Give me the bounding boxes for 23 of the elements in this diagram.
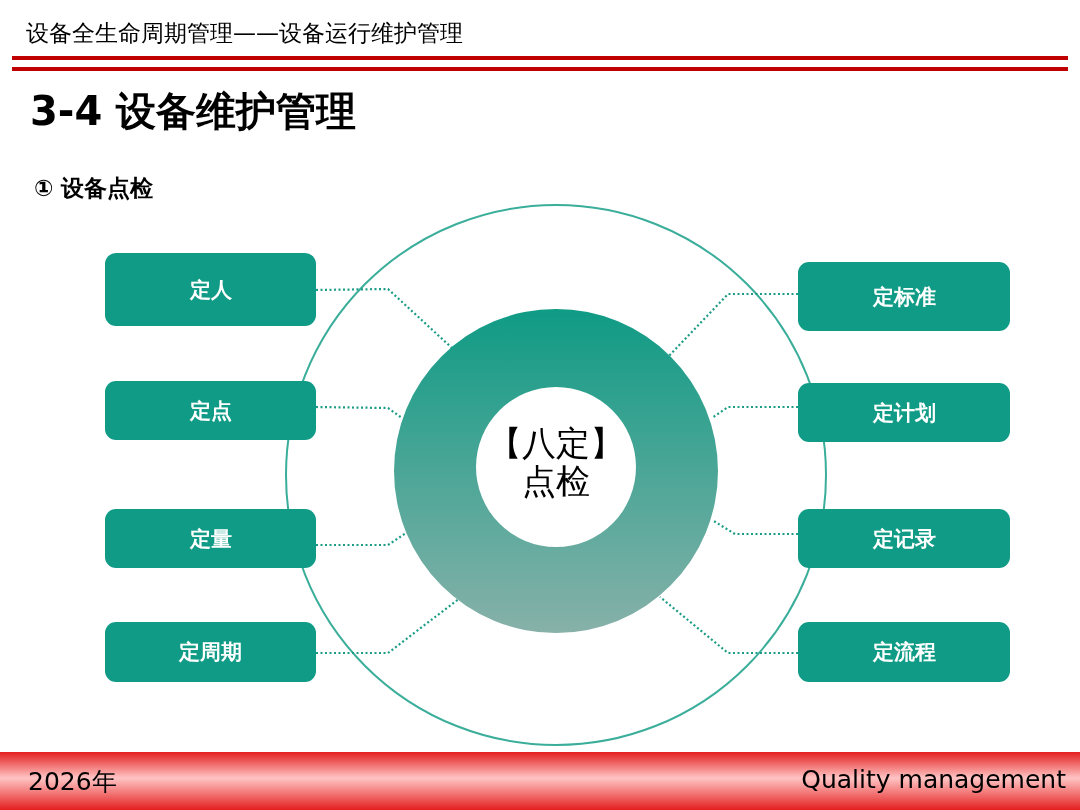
label-box: 定流程 [798,622,1010,682]
connector-line [316,287,453,349]
label-box: 定记录 [798,509,1010,568]
connector-line [711,519,798,536]
center-label: 【八定】点检 [487,424,625,500]
label-box: 定点 [105,381,316,440]
footer-text: Quality management [801,765,1066,794]
slide-title: 3-4 设备维护管理 [30,87,357,136]
connector-line [667,292,798,358]
footer-text: 2026年 [28,766,117,798]
ring-node [394,309,718,633]
label-box: 定量 [105,509,316,568]
connector-line [659,596,798,655]
connector-line [316,597,461,655]
label-box: 定标准 [798,262,1010,331]
label-box: 定周期 [105,622,316,682]
header-text: 设备全生命周期管理——设备运行维护管理 [26,19,463,48]
connector-line [711,405,798,419]
connector-line [316,405,403,419]
section-heading: ① 设备点检 [34,174,154,203]
connector-line [316,532,407,547]
label-box: 定计划 [798,383,1010,442]
label-box: 定人 [105,253,316,326]
